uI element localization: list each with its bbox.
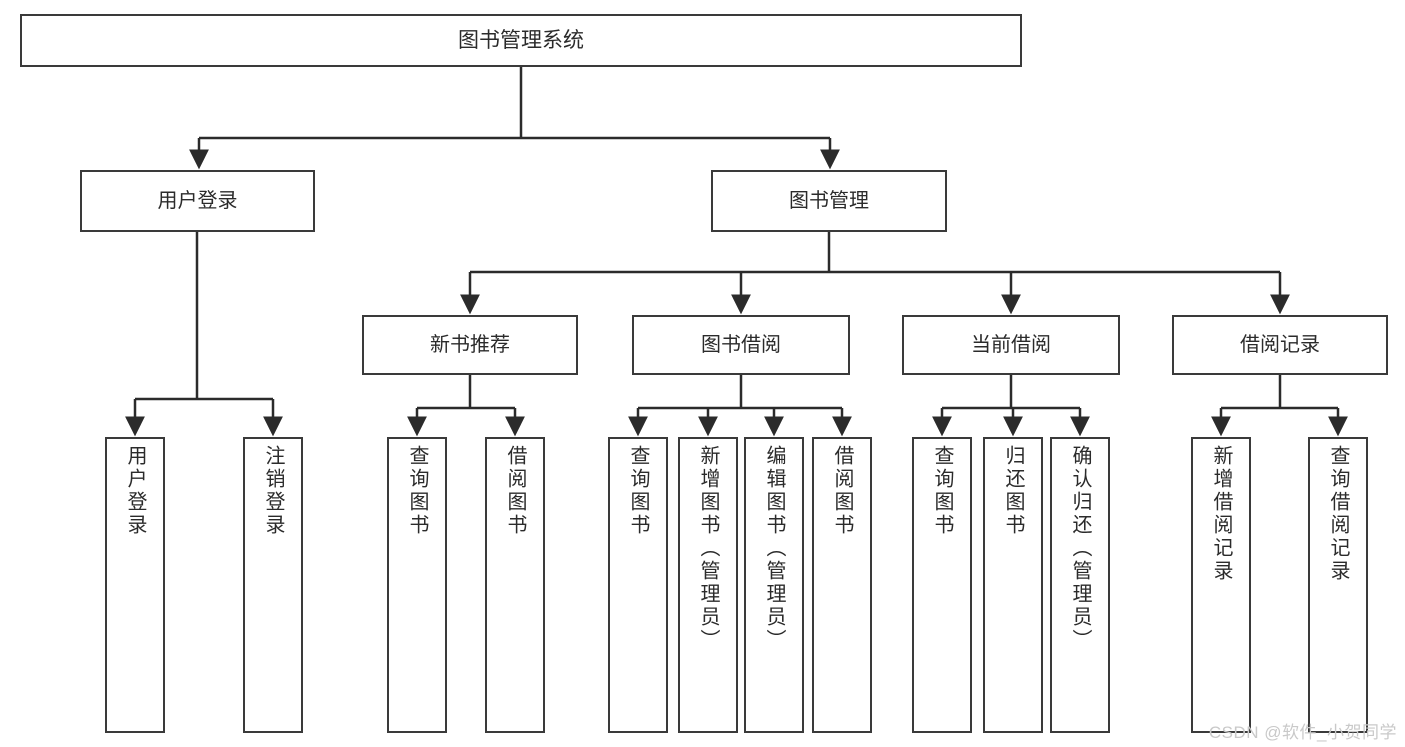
leaf-label: 编辑图书（管理员） [763, 445, 785, 652]
leaf-label: 注销登录 [262, 445, 284, 537]
leaf-label: 借阅图书 [504, 445, 526, 537]
leaf-label: 新增借阅记录 [1210, 445, 1232, 583]
leaf-label: 查询图书 [931, 445, 953, 537]
node-new-book-recommend-label: 新书推荐 [430, 334, 510, 356]
node-user-login-label: 用户登录 [157, 190, 238, 212]
leaf-add-book-admin[interactable]: 新增图书（管理员） [678, 437, 738, 733]
csdn-watermark: CSDN @软件_小贺同学 [1208, 723, 1397, 742]
node-book-management-label: 图书管理 [789, 190, 869, 212]
leaf-label: 借阅图书 [831, 445, 853, 537]
node-current-borrow[interactable]: 当前借阅 [902, 315, 1120, 375]
node-book-management[interactable]: 图书管理 [711, 170, 947, 232]
node-current-borrow-label: 当前借阅 [971, 334, 1051, 356]
leaf-label: 用户登录 [124, 445, 146, 537]
leaf-query-borrow-record[interactable]: 查询借阅记录 [1308, 437, 1368, 733]
node-book-borrow-label: 图书借阅 [701, 334, 781, 356]
node-new-book-recommend[interactable]: 新书推荐 [362, 315, 578, 375]
node-borrow-record-label: 借阅记录 [1240, 334, 1320, 356]
leaf-add-borrow-record[interactable]: 新增借阅记录 [1191, 437, 1251, 733]
node-book-borrow[interactable]: 图书借阅 [632, 315, 850, 375]
leaf-logout[interactable]: 注销登录 [243, 437, 303, 733]
leaf-query-book-newbook[interactable]: 查询图书 [387, 437, 447, 733]
leaf-user-login[interactable]: 用户登录 [105, 437, 165, 733]
leaf-borrow-book[interactable]: 借阅图书 [812, 437, 872, 733]
node-user-login[interactable]: 用户登录 [80, 170, 315, 232]
node-borrow-record[interactable]: 借阅记录 [1172, 315, 1388, 375]
leaf-confirm-return-admin[interactable]: 确认归还（管理员） [1050, 437, 1110, 733]
leaf-label: 查询图书 [406, 445, 428, 537]
leaf-edit-book-admin[interactable]: 编辑图书（管理员） [744, 437, 804, 733]
leaf-query-book-current[interactable]: 查询图书 [912, 437, 972, 733]
leaf-label: 查询图书 [627, 445, 649, 537]
node-root[interactable]: 图书管理系统 [20, 14, 1022, 67]
leaf-return-book[interactable]: 归还图书 [983, 437, 1043, 733]
leaf-label: 查询借阅记录 [1327, 445, 1349, 583]
leaf-query-book-borrow[interactable]: 查询图书 [608, 437, 668, 733]
leaf-label: 新增图书（管理员） [697, 445, 719, 652]
leaf-label: 确认归还（管理员） [1069, 445, 1091, 652]
leaf-borrow-book-newbook[interactable]: 借阅图书 [485, 437, 545, 733]
node-root-label: 图书管理系统 [458, 29, 584, 52]
leaf-label: 归还图书 [1002, 445, 1024, 537]
